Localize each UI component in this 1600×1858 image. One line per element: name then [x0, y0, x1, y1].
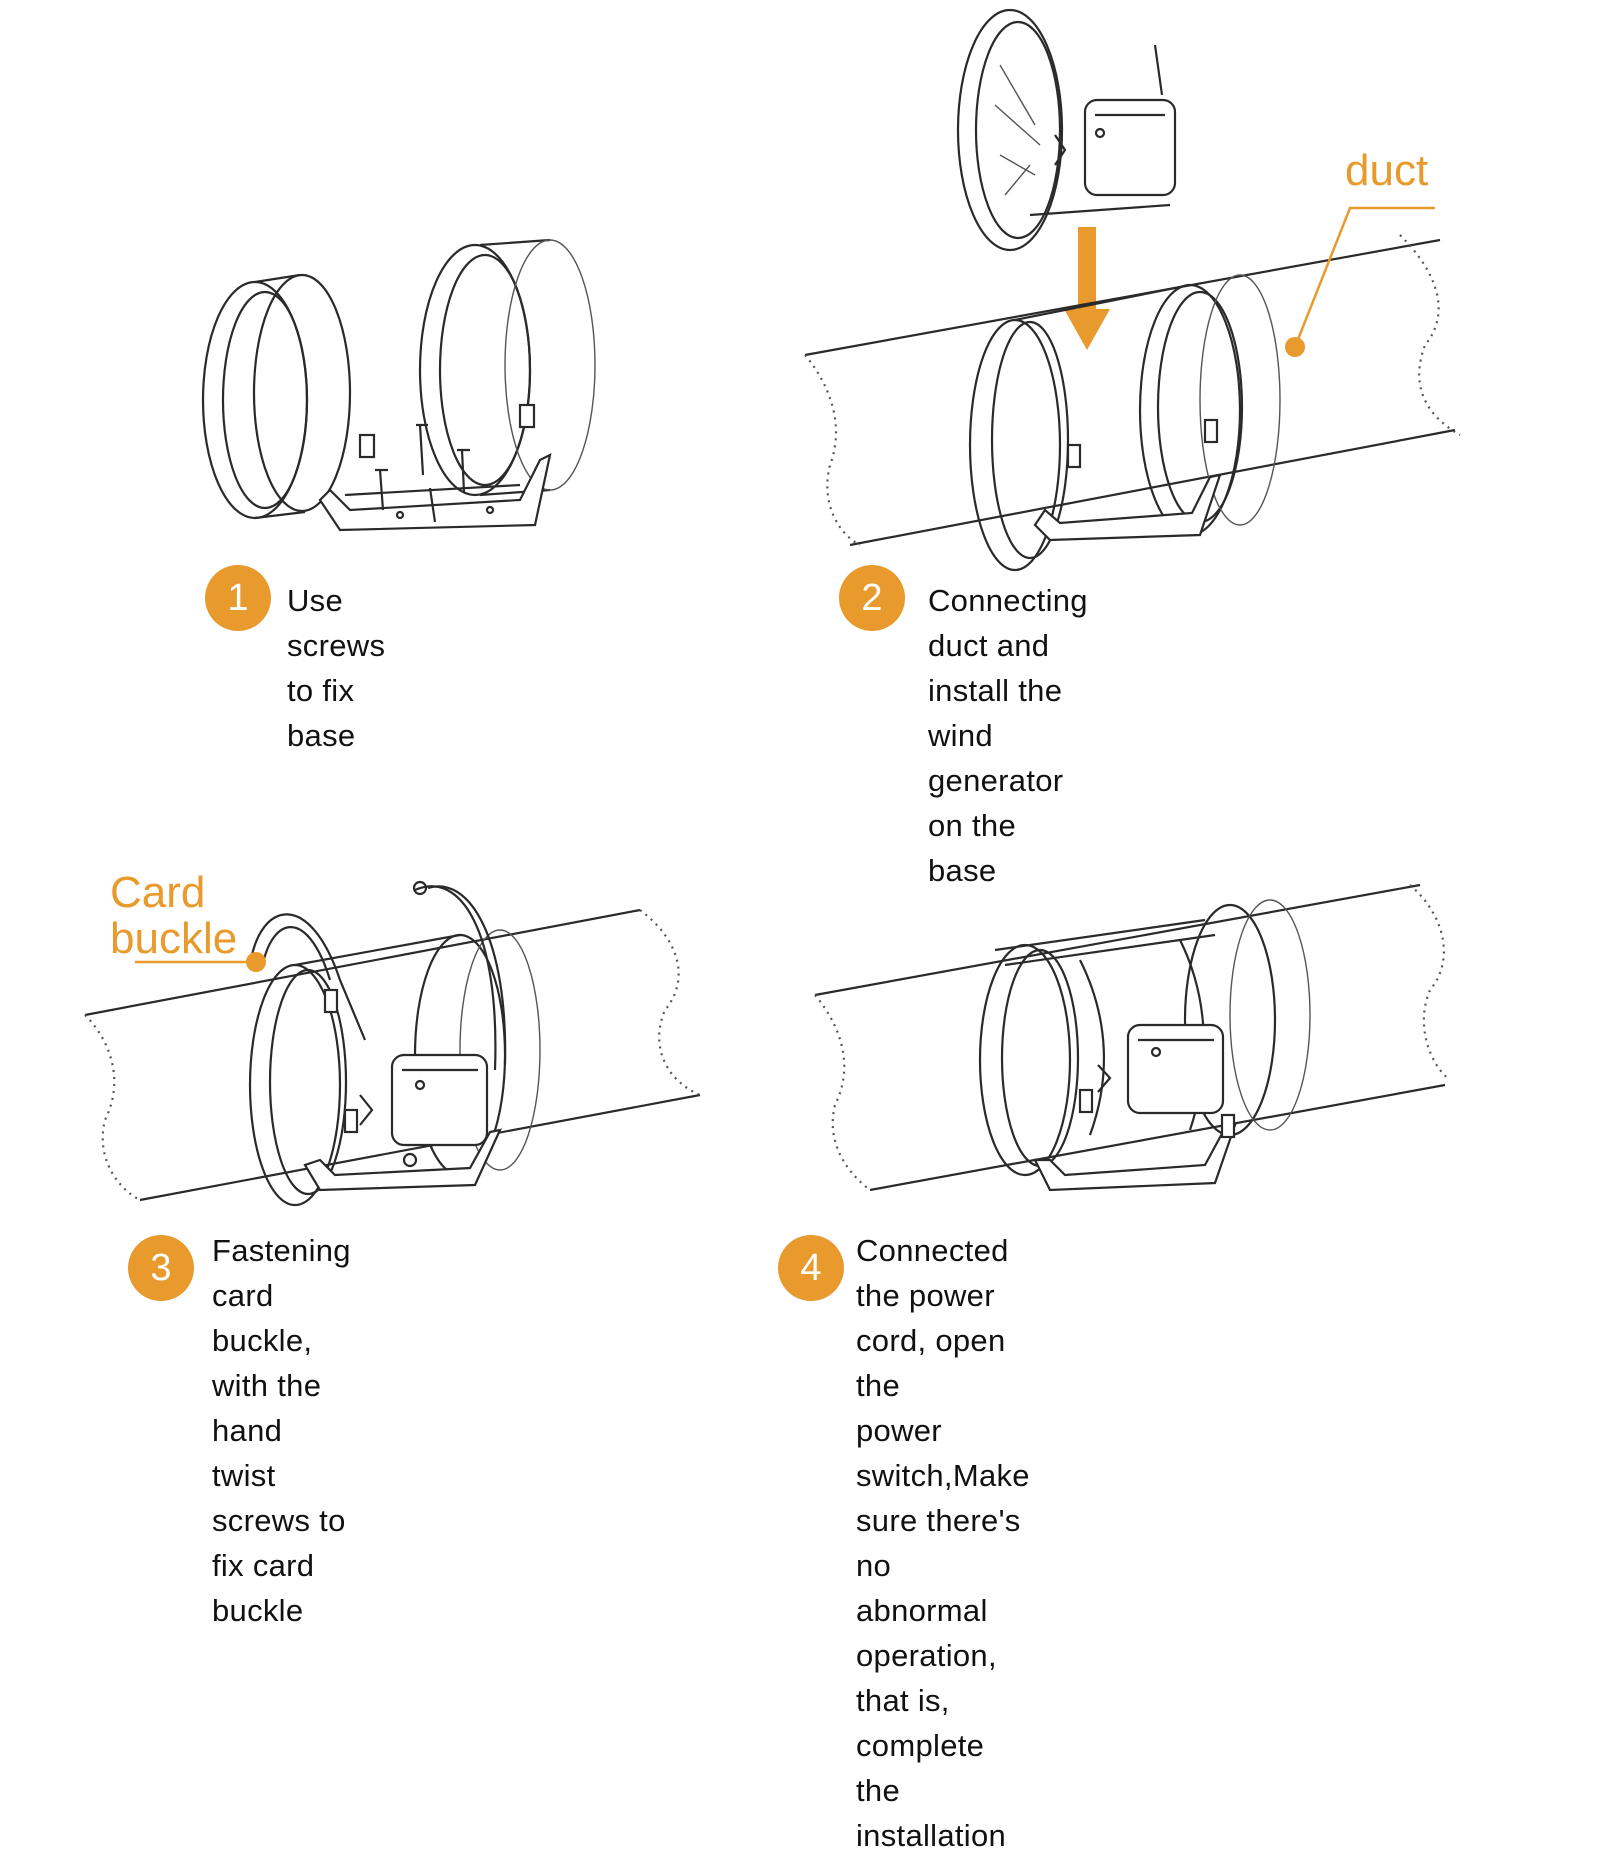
step-2-illustration: [804, 8, 1461, 572]
card-buckle-line-2: buckle: [110, 914, 238, 963]
step-4-instruction: Connected the power cord, open the power…: [856, 1228, 1030, 1858]
step-2-number-badge: 2: [839, 565, 905, 631]
insert-arrow-head: [1064, 309, 1110, 350]
step-1-illustration: [201, 238, 596, 532]
step-1-line-1: Use screws to fix base: [287, 583, 386, 753]
card-buckle-leader-dot: [246, 952, 266, 972]
step-2-instruction: Connecting duct and install the wind gen…: [928, 578, 1088, 893]
step-4-illustration: [814, 883, 1451, 1192]
duct-leader-line: [1293, 206, 1435, 348]
duct-callout-label: duct: [1345, 146, 1429, 195]
step-3-line-3: buckle: [212, 1593, 304, 1628]
step-2-line-2: wind generator on the base: [928, 718, 1064, 888]
step-1-instruction: Use screws to fix base: [287, 578, 385, 758]
card-buckle-line-1: Card: [110, 868, 206, 917]
card-buckle-callout-label: Card buckle: [110, 870, 237, 962]
insert-arrow-shaft: [1078, 227, 1096, 309]
step-3-instruction: Fastening card buckle, with the hand twi…: [212, 1228, 351, 1633]
step-3-illustration: [84, 880, 701, 1207]
step-4-line-3: abnormal operation, that is, complete: [856, 1593, 997, 1763]
step-4-line-4: the installation: [856, 1773, 1007, 1853]
duct-leader-dot: [1285, 337, 1305, 357]
step-4-line-1: Connected the power cord, open the: [856, 1233, 1009, 1403]
step-1-number-badge: 1: [205, 565, 271, 631]
step-3-line-1: Fastening card buckle, with the: [212, 1233, 351, 1403]
step-3-line-2: hand twist screws to fix card: [212, 1413, 346, 1583]
step-4-number-badge: 4: [778, 1235, 844, 1301]
step-2-line-1: Connecting duct and install the: [928, 583, 1088, 708]
step-3-number-badge: 3: [128, 1235, 194, 1301]
step-4-line-2: power switch,Make sure there's no: [856, 1413, 1030, 1583]
